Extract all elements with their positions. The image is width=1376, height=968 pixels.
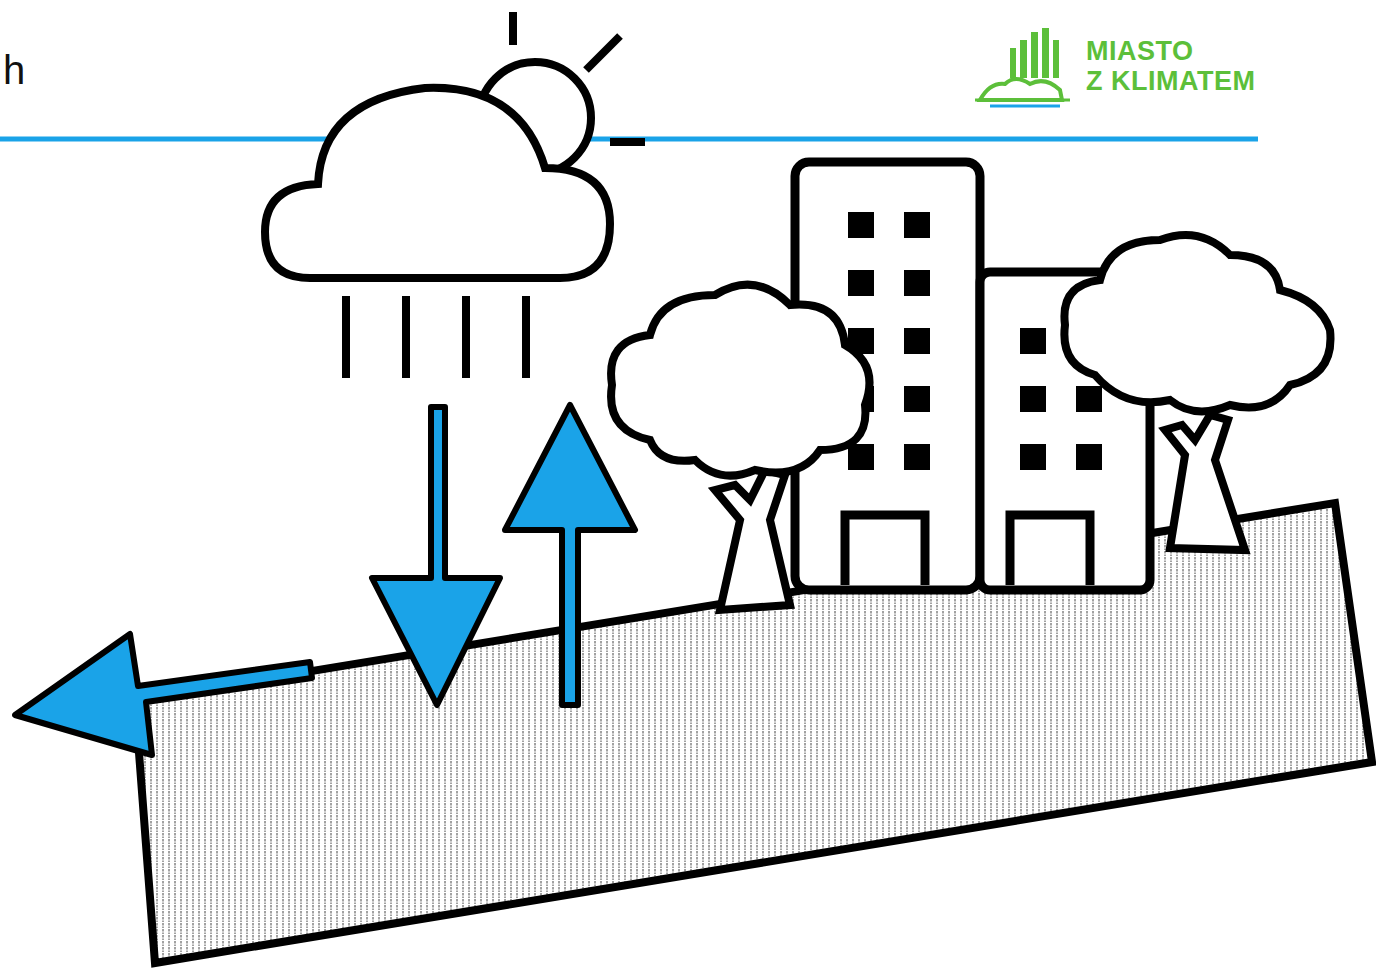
logo-text: Z KLIMATEM <box>1086 66 1255 97</box>
heading-fragment: h <box>3 48 25 93</box>
tree-symbol <box>611 235 1330 610</box>
header-rule <box>0 137 1258 142</box>
rain-lines <box>346 296 526 378</box>
logo-text: MIASTO <box>1086 36 1194 67</box>
cloud-symbol <box>265 88 610 278</box>
logo-icon <box>975 28 1070 106</box>
water-arrows <box>15 405 635 755</box>
